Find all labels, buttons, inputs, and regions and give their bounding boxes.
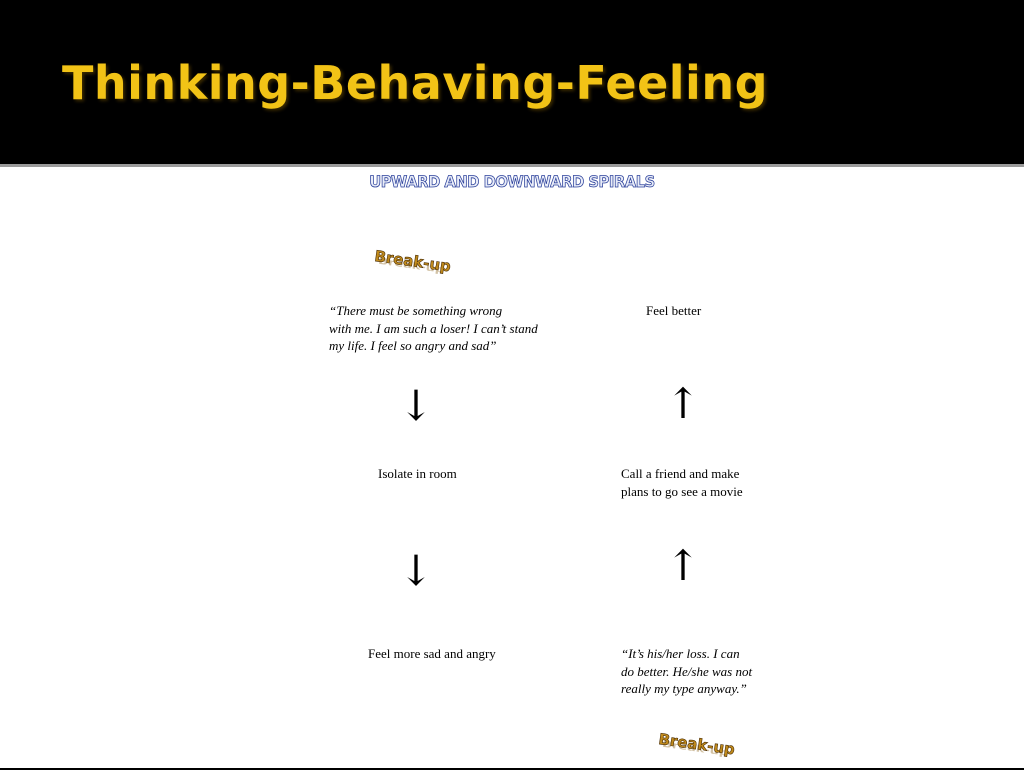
upward-feeling: Feel better: [646, 303, 702, 318]
down-arrow-1: ↓: [398, 381, 434, 430]
down-arrow-2: ↓: [398, 546, 434, 595]
downward-behavior: Isolate in room: [378, 466, 457, 481]
upward-behavior-line: Call a friend and make: [621, 466, 740, 481]
breakup-trigger-bottom: Break-up Break-up: [657, 730, 736, 770]
downward-thought-line: with me. I am such a loser! I can’t stan…: [329, 320, 538, 336]
downward-thought-line: “There must be something wrong: [329, 303, 503, 318]
downward-thought-line: my life. I feel so angry and sad”: [329, 338, 497, 353]
downward-thought: “There must be something wrong with me. …: [329, 302, 538, 355]
upward-behavior: Call a friend and make plans to go see a…: [621, 465, 743, 500]
up-arrow-2: ↑: [665, 541, 701, 590]
breakup-trigger-top: Break-up Break-up: [373, 247, 452, 287]
diagram-subtitle: UPWARD AND DOWNWARD SPIRALS: [369, 172, 656, 192]
slide-title: Thinking-Behaving-Feeling: [62, 56, 769, 110]
title-band: Thinking-Behaving-Feeling: [0, 0, 1024, 160]
downward-feeling: Feel more sad and angry: [368, 646, 496, 661]
title-divider: [0, 164, 1024, 167]
up-arrow-1: ↑: [665, 379, 701, 428]
upward-thought-line: “It’s his/her loss. I can: [621, 646, 740, 661]
upward-thought: “It’s his/her loss. I can do better. He/…: [621, 645, 752, 698]
upward-thought-line: really my type anyway.”: [621, 681, 747, 696]
upward-behavior-line: plans to go see a movie: [621, 483, 743, 499]
slide-content: UPWARD AND DOWNWARD SPIRALS Break-up Bre…: [0, 167, 1024, 768]
upward-thought-line: do better. He/she was not: [621, 663, 753, 679]
